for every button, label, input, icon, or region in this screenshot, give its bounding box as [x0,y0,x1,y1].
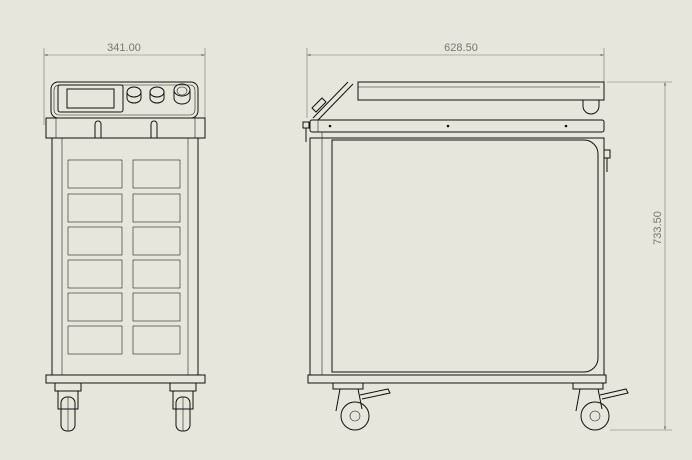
front-body [45,137,206,384]
side-caster-front [332,382,391,431]
knob-2 [149,86,165,104]
side-depth-dimension: 628.50 [306,42,605,118]
vent-grille-right [132,159,181,355]
side-depth-label: 628.50 [444,42,478,54]
emergency-stop-icon [173,83,191,105]
side-view: 628.50 [302,42,672,431]
height-label: 733.50 [652,211,664,245]
front-caster-right [169,382,197,432]
height-dimension: 733.50 [607,81,672,431]
screen-inner [66,88,115,109]
display-screen [57,84,124,113]
front-view: 341.00 [43,42,206,432]
knob-1 [126,86,142,104]
front-width-dimension: 341.00 [43,42,206,125]
front-rail [45,117,206,139]
side-body [307,132,611,384]
front-width-label: 341.00 [107,42,141,54]
side-rail [302,119,605,142]
side-caster-rear [572,382,629,431]
side-top [311,81,605,121]
front-caster-left [54,382,82,432]
vent-grille-left [67,159,123,355]
control-panel [50,81,199,119]
